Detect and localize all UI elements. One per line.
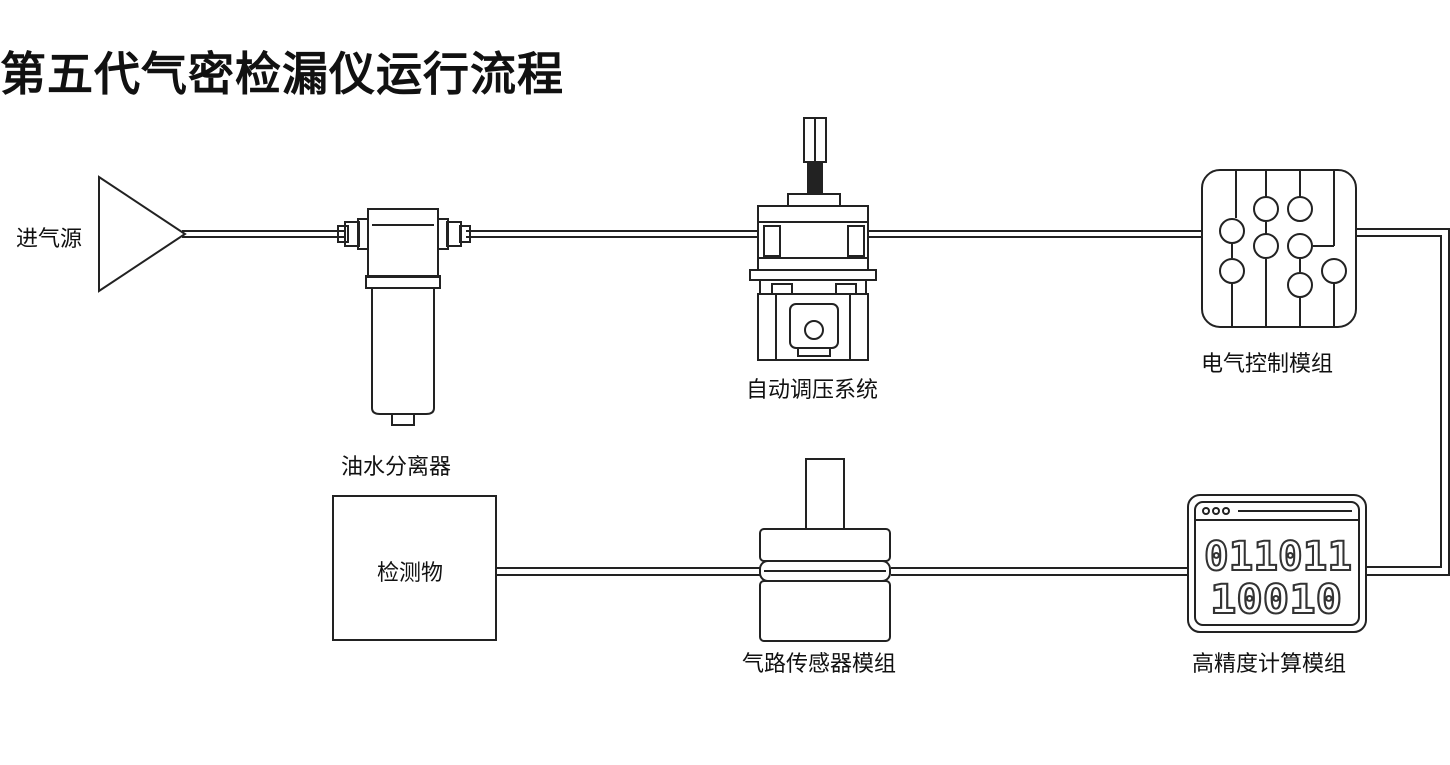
- oil-water-separator-icon: [337, 208, 471, 426]
- label-airway-sensor-module: 气路传感器模组: [742, 652, 897, 677]
- pipe-sensor-to-object: [497, 567, 760, 576]
- air-source-funnel-icon: [98, 175, 187, 293]
- label-oil-water-separator: 油水分离器: [341, 455, 452, 480]
- pipe-source-to-separator: [182, 230, 345, 238]
- circuit-board-icon: [1201, 169, 1357, 328]
- binary-line-2: 10010: [1210, 577, 1342, 623]
- page-title: 第五代气密检漏仪运行流程: [0, 47, 564, 101]
- pipe-compute-to-sensor: [891, 567, 1188, 576]
- pipe-regulator-to-control: [868, 230, 1202, 238]
- pressure-regulator-icon: [749, 117, 877, 361]
- pipe-separator-to-regulator: [466, 230, 758, 238]
- label-auto-pressure-system: 自动调压系统: [746, 378, 879, 403]
- label-precision-compute-module: 高精度计算模组: [1192, 652, 1347, 677]
- binary-line-1: 011011: [1204, 534, 1352, 580]
- airway-sensor-icon: [759, 458, 891, 642]
- label-electric-control-module: 电气控制模组: [1201, 352, 1334, 377]
- computer-window-icon: [1187, 494, 1367, 633]
- test-object-box: [332, 495, 497, 641]
- label-test-object: 检测物: [377, 561, 444, 586]
- label-air-source: 进气源: [16, 227, 83, 252]
- pipe-control-to-compute: [1356, 228, 1450, 576]
